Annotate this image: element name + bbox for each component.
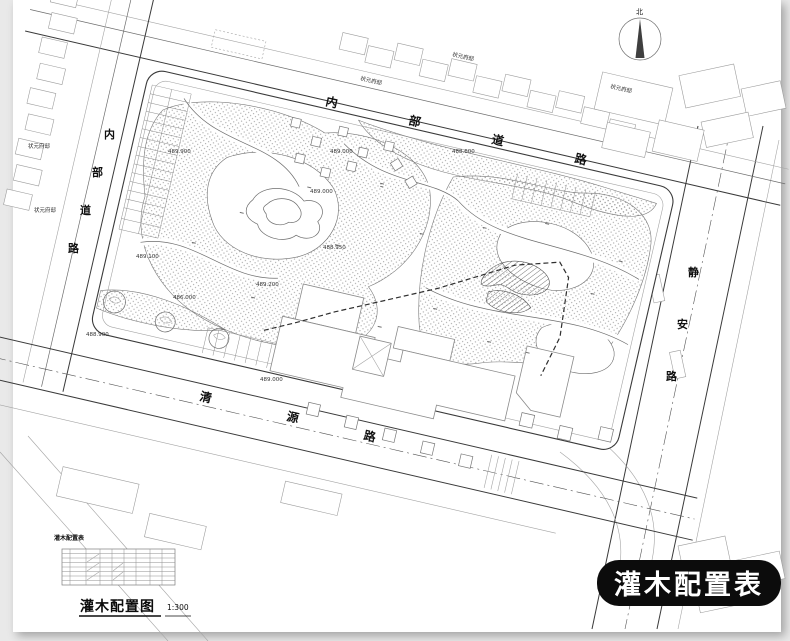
road-label-char: 内 [104, 127, 115, 141]
road-label-char: 道 [490, 131, 505, 148]
trellis-outline [210, 29, 267, 60]
elevation-label: 488.900 [86, 332, 109, 338]
elevation-label: 489.900 [168, 149, 191, 155]
estate-label: 状元府邸 [360, 74, 384, 87]
shrub-table: 灌木配置表 [54, 534, 176, 586]
building-footprints [269, 283, 575, 422]
elevation-label: 489.000 [330, 149, 353, 155]
drawing-title-block: 灌木配置图 1:300 [79, 598, 191, 617]
title-badge: 灌木配置表 [597, 560, 781, 606]
context-road-bottom-left [0, 435, 655, 641]
context-buildings-top-right [678, 63, 787, 148]
road-label-char: 静 [688, 265, 699, 279]
elevation-label: 489.000 [310, 189, 333, 195]
elevation-labels: 489.900 489.000 488.600 489.000 488.950 … [86, 149, 475, 383]
road-label-char: 部 [92, 165, 103, 179]
north-arrow: 北 [618, 8, 662, 61]
elevation-label: 488.600 [452, 149, 475, 155]
micro-annotations [191, 182, 623, 354]
tree-symbols [103, 290, 230, 349]
blocks-top-right [593, 71, 705, 162]
road-label-char: 源 [285, 408, 300, 425]
road-label-char: 路 [573, 150, 589, 168]
park-paths [140, 96, 642, 349]
drawing-scale: 1:300 [167, 603, 189, 612]
badge-label: 灌木配置表 [614, 570, 764, 601]
elevation-label: 489.100 [136, 254, 159, 260]
elevation-label: 488.950 [323, 245, 346, 251]
road-label-char: 路 [666, 369, 678, 383]
blocks-bottom-left [55, 466, 343, 551]
estate-label: 状元府邸 [28, 142, 51, 150]
drawing-title: 灌木配置图 [80, 598, 155, 615]
north-label: 北 [636, 8, 643, 16]
road-label-char: 部 [407, 112, 422, 129]
elevation-label: 486.000 [173, 295, 196, 301]
road-label-char: 道 [80, 203, 91, 217]
dashed-boundary [263, 261, 570, 377]
road-labels: 内 部 道 路 内 部 道 路 静 安 路 清 源 路 [68, 93, 699, 445]
north-needle [635, 19, 645, 58]
road-label-char: 路 [68, 241, 80, 255]
elevation-label: 489.200 [256, 282, 279, 288]
shrub-table-title: 灌木配置表 [54, 534, 85, 542]
parking-right [511, 173, 596, 217]
crosswalk [483, 454, 520, 495]
elevation-label: 489.000 [260, 377, 283, 383]
road-label-char: 内 [324, 93, 339, 110]
road-label-char: 安 [677, 317, 688, 331]
road-label-char: 清 [198, 388, 213, 405]
townhouses-left [3, 0, 80, 211]
planter-squares [290, 116, 614, 469]
estate-label: 状元府邸 [34, 206, 57, 214]
parking-left [118, 84, 192, 239]
road-label-char: 路 [362, 427, 378, 445]
